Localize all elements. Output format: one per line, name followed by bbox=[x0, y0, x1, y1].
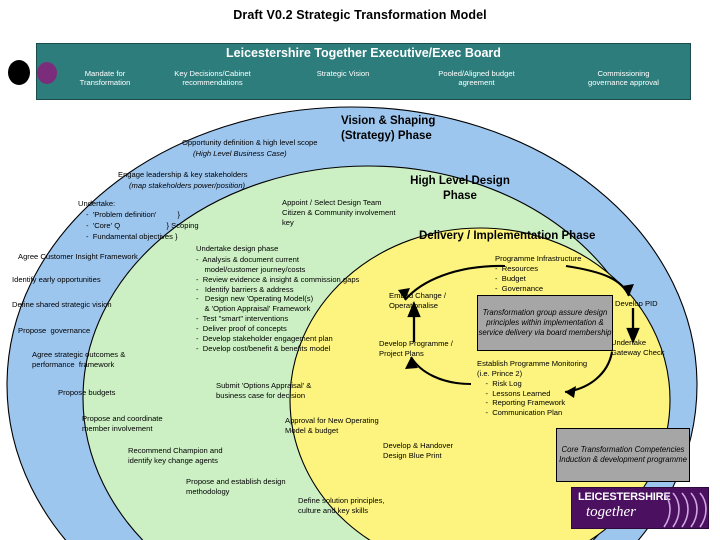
delivery-phase-heading: Delivery / Implementation Phase bbox=[419, 230, 596, 242]
delivery-item-programme-monitoring: Establish Programme Monitoring (i.e. Pri… bbox=[477, 359, 588, 418]
vision-item-engage-leadership: Engage leadership & key stakeholders bbox=[118, 170, 248, 179]
black-dot-icon bbox=[8, 60, 30, 85]
purple-dot-icon bbox=[37, 62, 57, 84]
board-cell-mandate: Mandate for Transformation bbox=[79, 69, 131, 88]
logo-bottom-text: together bbox=[586, 504, 636, 520]
logo-swoosh-icon bbox=[663, 492, 707, 528]
vision-item-propose-governance: Propose governance bbox=[18, 326, 91, 335]
delivery-item-develop-pid: Develop PID bbox=[615, 299, 658, 308]
vision-item-solution-principles: Define solution principles, culture and … bbox=[298, 496, 385, 515]
design-item-submit-options: Submit 'Options Appraisal' & business ca… bbox=[216, 381, 312, 400]
vision-item-early-opportunities: Identify early opportunities bbox=[12, 275, 101, 284]
vision-item-customer-insight: Agree Customer Insight Framework bbox=[18, 252, 138, 261]
cycle-arrowheads bbox=[398, 284, 634, 398]
delivery-item-gateway-check: Undertake Gateway Check bbox=[611, 338, 665, 357]
core-competencies-note: Core Transformation Competencies Inducti… bbox=[556, 428, 690, 482]
vision-item-problem-definition: - 'Problem definition' } bbox=[86, 210, 181, 219]
vision-item-core-q: - 'Core' Q } Scoping bbox=[86, 221, 199, 230]
design-item-undertake-design-phase: Undertake design phase bbox=[196, 244, 279, 253]
delivery-item-embed-change: Embed Change / Operationalise bbox=[389, 291, 446, 310]
design-item-appoint-team: Appoint / Select Design Team Citizen & C… bbox=[282, 198, 396, 227]
delivery-item-programme-infrastructure: Programme Infrastructure - Resources - B… bbox=[495, 254, 582, 293]
vision-item-design-methodology: Propose and establish design methodology bbox=[186, 477, 286, 496]
high-level-design-heading: High Level Design Phase bbox=[410, 175, 510, 203]
vision-item-strategic-outcomes: Agree strategic outcomes & performance f… bbox=[32, 350, 126, 369]
vision-item-map-stakeholders: (map stakeholders power/position) bbox=[129, 181, 246, 190]
vision-item-opportunity: Opportunity definition & high level scop… bbox=[182, 138, 318, 147]
vision-item-recommend-champion: Recommend Champion and identify key chan… bbox=[128, 446, 223, 465]
vision-item-shared-vision: Define shared strategic vision bbox=[12, 300, 112, 309]
vision-phase-heading: Vision & Shaping (Strategy) Phase bbox=[341, 115, 436, 143]
vision-item-propose-budgets: Propose budgets bbox=[58, 388, 116, 397]
design-item-handover-blueprint: Develop & Handover Design Blue Print bbox=[383, 441, 454, 460]
vertical-arrows bbox=[407, 301, 640, 344]
design-item-design-tasks: - Analysis & document current model/cust… bbox=[196, 255, 360, 353]
board-heading: Leicestershire Together Executive/Exec B… bbox=[226, 46, 501, 60]
delivery-item-develop-programme: Develop Programme / Project Plans bbox=[379, 339, 453, 358]
transformation-group-note: Transformation group assure design princ… bbox=[477, 295, 613, 351]
vision-item-member-involvement: Propose and coordinate member involvemen… bbox=[82, 414, 163, 433]
logo-top-text: LEICESTERSHIRE bbox=[578, 491, 671, 503]
board-cell-pooled-budget: Pooled/Aligned budget agreement bbox=[438, 69, 515, 88]
board-cell-key-decisions: Key Decisions/Cabinet recommendations bbox=[174, 69, 251, 88]
page-title: Draft V0.2 Strategic Transformation Mode… bbox=[233, 8, 487, 22]
leicestershire-together-logo: LEICESTERSHIRE together bbox=[571, 487, 709, 529]
executive-board-bar bbox=[36, 43, 691, 100]
board-cell-commissioning: Commissioning governance approval bbox=[588, 69, 659, 88]
board-cell-strategic-vision: Strategic Vision bbox=[316, 69, 370, 78]
design-item-approval-new-model: Approval for New Operating Model & budge… bbox=[285, 416, 379, 435]
vision-item-business-case: (High Level Business Case) bbox=[193, 149, 287, 158]
vision-item-undertake-label: Undertake: bbox=[78, 199, 116, 208]
vision-item-fundamental-objectives: - Fundamental objectives } bbox=[86, 232, 178, 241]
